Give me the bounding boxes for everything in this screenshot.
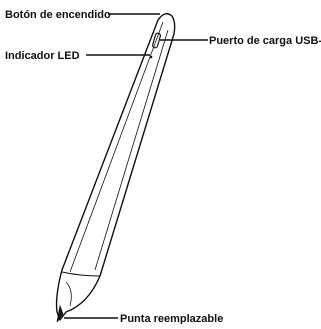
- usb-c-port-shape: [152, 32, 161, 49]
- tip-collar: [61, 271, 101, 277]
- tip-collar-inner: [65, 281, 72, 307]
- replaceable-tip-label: Punta reemplazable: [120, 313, 223, 324]
- stylus-edge-line: [94, 29, 169, 271]
- stylus-highlight: [69, 21, 164, 273]
- usb-c-port-label: Puerto de carga USB-C: [209, 35, 321, 47]
- stylus-tip: [56, 304, 64, 323]
- led-indicator-label: Indicador LED: [5, 50, 80, 62]
- power-button-label: Botón de encendido: [5, 9, 111, 21]
- led-indicator-shape: [149, 55, 153, 59]
